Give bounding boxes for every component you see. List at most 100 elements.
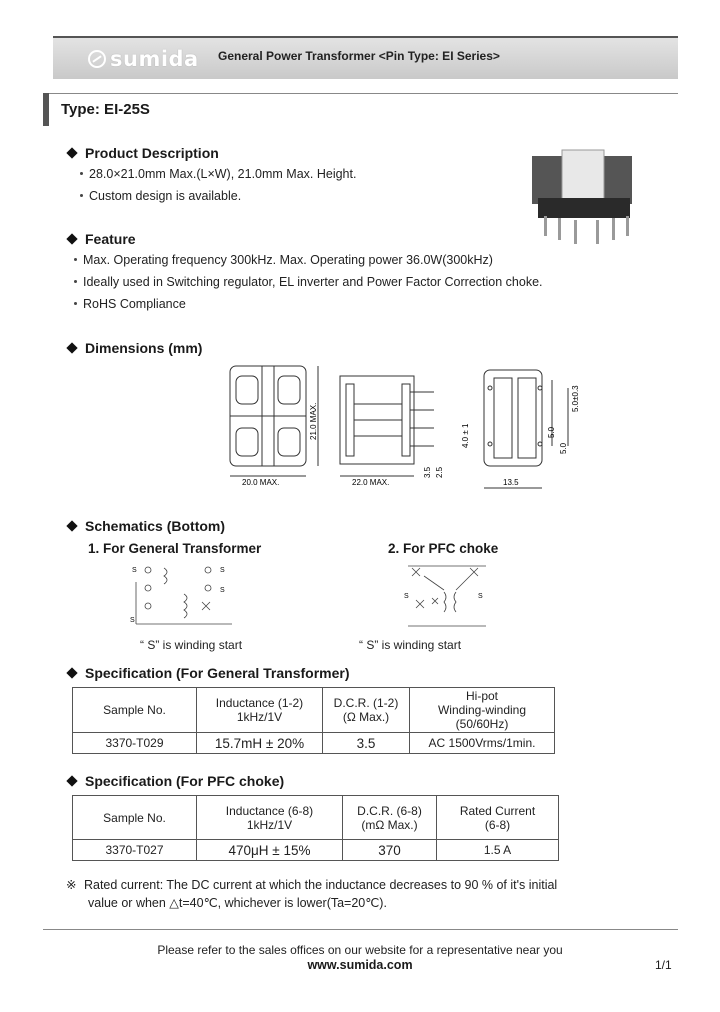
feature-text: RoHS Compliance [83,297,186,311]
table-row: 3370-T029 15.7mH ± 20% 3.5 AC 1500Vrms/1… [72,732,555,754]
header-text: (Ω Max.) [342,710,390,724]
header-text: Hi-pot [465,689,498,703]
diamond-bullet-icon [66,775,78,787]
nc-mark [431,597,439,605]
feature-line: Ideally used in Switching regulator, EL … [74,275,543,289]
section-title: Schematics (Bottom) [85,518,226,534]
view-slot [235,427,259,457]
spec-pfc-heading: Specification (For PFC choke) [66,773,284,789]
section-title: Specification (For General Transformer) [85,665,350,681]
header-text: Rated Current [459,803,536,818]
footer-website-link[interactable]: www.sumida.com [307,958,413,972]
header-cell: Inductance (1-2)1kHz/1V [196,687,323,733]
header-text: Winding-winding [437,703,527,717]
view-pin-dot [487,385,493,391]
general-schematic: S S S S [130,566,232,625]
note-mark-icon: ※ [66,878,77,892]
dim-pin-pitch-c: 5.0 [547,426,556,438]
coil [443,591,447,613]
bullet-dot-icon [80,171,83,175]
wire [423,575,445,591]
note-line: Rated current: The DC current at which t… [83,878,558,892]
description-line: Custom design is available. [80,189,241,203]
table-row: 3370-T027 470μH ± 15% 370 1.5 A [72,839,559,861]
pin-circle [204,584,212,592]
section-title: Feature [85,231,136,247]
schematics-heading: Schematics (Bottom) [66,518,225,534]
winding-start-label: S [220,567,225,574]
bullet-dot-icon [74,301,77,305]
bullet-dot-icon [80,193,83,197]
header-cell: D.C.R. (1-2)(Ω Max.) [322,687,410,733]
side-view [339,375,434,477]
page-number: 1/1 [655,958,672,972]
sumida-logo: sumida [88,47,199,71]
header-text: (6-8) [484,817,511,832]
view-pin-dot [537,385,543,391]
note-line: value or when △t=40℃, whichever is lower… [88,896,387,910]
table-cell: 15.7mH ± 20% [196,732,323,754]
diamond-bullet-icon [66,667,78,679]
sumida-logo-icon [88,50,106,68]
header-text: (mΩ Max.) [361,817,418,832]
header-text: Sample No. [103,703,166,717]
view-slot [277,427,301,457]
coil [163,567,168,585]
brand-name: sumida [110,47,199,71]
table-cell: 1.5 A [436,839,559,861]
view-pin-dot [537,441,543,447]
product-description-heading: Product Description [66,145,219,161]
diamond-bullet-icon [66,520,78,532]
winding-start-label: S [130,617,135,624]
diamond-bullet-icon [66,147,78,159]
header-text: D.C.R. (1-2) [333,696,399,710]
header-cell: Inductance (6-8)1kHz/1V [196,795,343,840]
section-title: Product Description [85,145,219,161]
coil [453,591,457,613]
view-flange [345,383,355,457]
dim-width-b: 22.0 MAX. [352,478,389,487]
view-outline [339,375,415,465]
top-view [229,365,319,477]
dim-pin-spacing: 5.0±0.3 [571,385,580,412]
header-cell: Sample No. [72,687,197,733]
table-header-row: Sample No. Inductance (1-2)1kHz/1V D.C.R… [72,687,555,733]
header-text: 1kHz/1V [246,817,293,832]
description-line: 28.0×21.0mm Max.(L×W), 21.0mm Max. Heigh… [80,167,356,181]
dim-pin-len: 4.0 ± 1 [461,423,470,448]
dim-depth: 13.5 [503,478,519,487]
footer-text: Please refer to the sales offices on our… [157,943,563,957]
feature-text: Max. Operating frequency 300kHz. Max. Op… [83,253,493,267]
product-photo [532,149,632,244]
dim-height-a: 21.0 MAX. [309,403,318,440]
type-heading-box [43,93,678,127]
view-slot [277,375,301,405]
pin [574,220,577,244]
winding-start-label: S [404,593,409,600]
header-bar [53,38,678,79]
pin [544,216,547,236]
view-flange [401,383,411,457]
description-text: 28.0×21.0mm Max.(L×W), 21.0mm Max. Heigh… [89,167,357,181]
pin-circle [204,566,212,574]
feature-text: Ideally used in Switching regulator, EL … [83,275,543,289]
view-outline [483,369,543,467]
table-cell: 370 [342,839,437,861]
coil [183,593,188,619]
core-right [600,156,632,204]
pin [558,218,561,240]
table-cell: 470μH ± 15% [196,839,343,861]
pin-circle [144,584,152,592]
dim-width-a: 20.0 MAX. [242,478,279,487]
section-title: Specification (For PFC choke) [85,773,285,789]
spec-general-table: Sample No. Inductance (1-2)1kHz/1V D.C.R… [72,687,555,754]
bobbin-base [538,198,630,218]
section-title: Dimensions (mm) [85,340,203,356]
winding-start-label: S [478,593,483,600]
dim-pin-pitch-d: 5.0 [559,442,568,454]
dim-pitch: 2.5 [435,466,444,478]
pin-circle [144,566,152,574]
header-cell: D.C.R. (6-8)(mΩ Max.) [342,795,437,840]
table-header-row: Sample No. Inductance (6-8)1kHz/1V D.C.R… [72,795,559,840]
